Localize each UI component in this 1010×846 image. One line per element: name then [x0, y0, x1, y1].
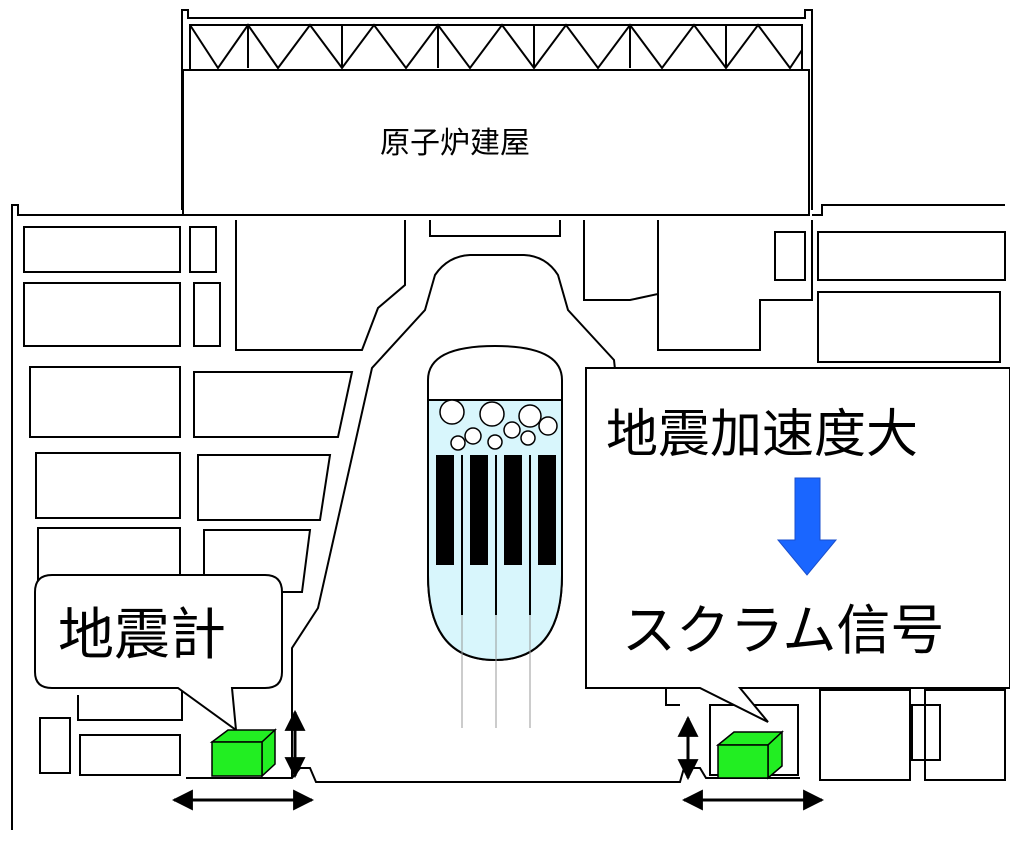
scram-signal-label: スクラム信号 [622, 599, 945, 662]
seismometer-left [209, 728, 277, 778]
steam-bubbles [439, 399, 558, 451]
down-arrow-icon [776, 477, 838, 576]
building-label: 原子炉建屋 [380, 126, 530, 161]
control-rods [461, 455, 531, 615]
seismometer-right [715, 730, 784, 780]
large-acceleration-label: 地震加速度大 [606, 405, 919, 465]
double-arrow-icon [171, 709, 825, 811]
control-rod-drives [461, 615, 531, 728]
reactor-vessel [427, 344, 563, 728]
fuel-assemblies [436, 455, 556, 565]
seismometer-label: 地震計 [58, 603, 226, 668]
roof-truss [189, 23, 803, 71]
seismometer-callout [34, 574, 283, 733]
